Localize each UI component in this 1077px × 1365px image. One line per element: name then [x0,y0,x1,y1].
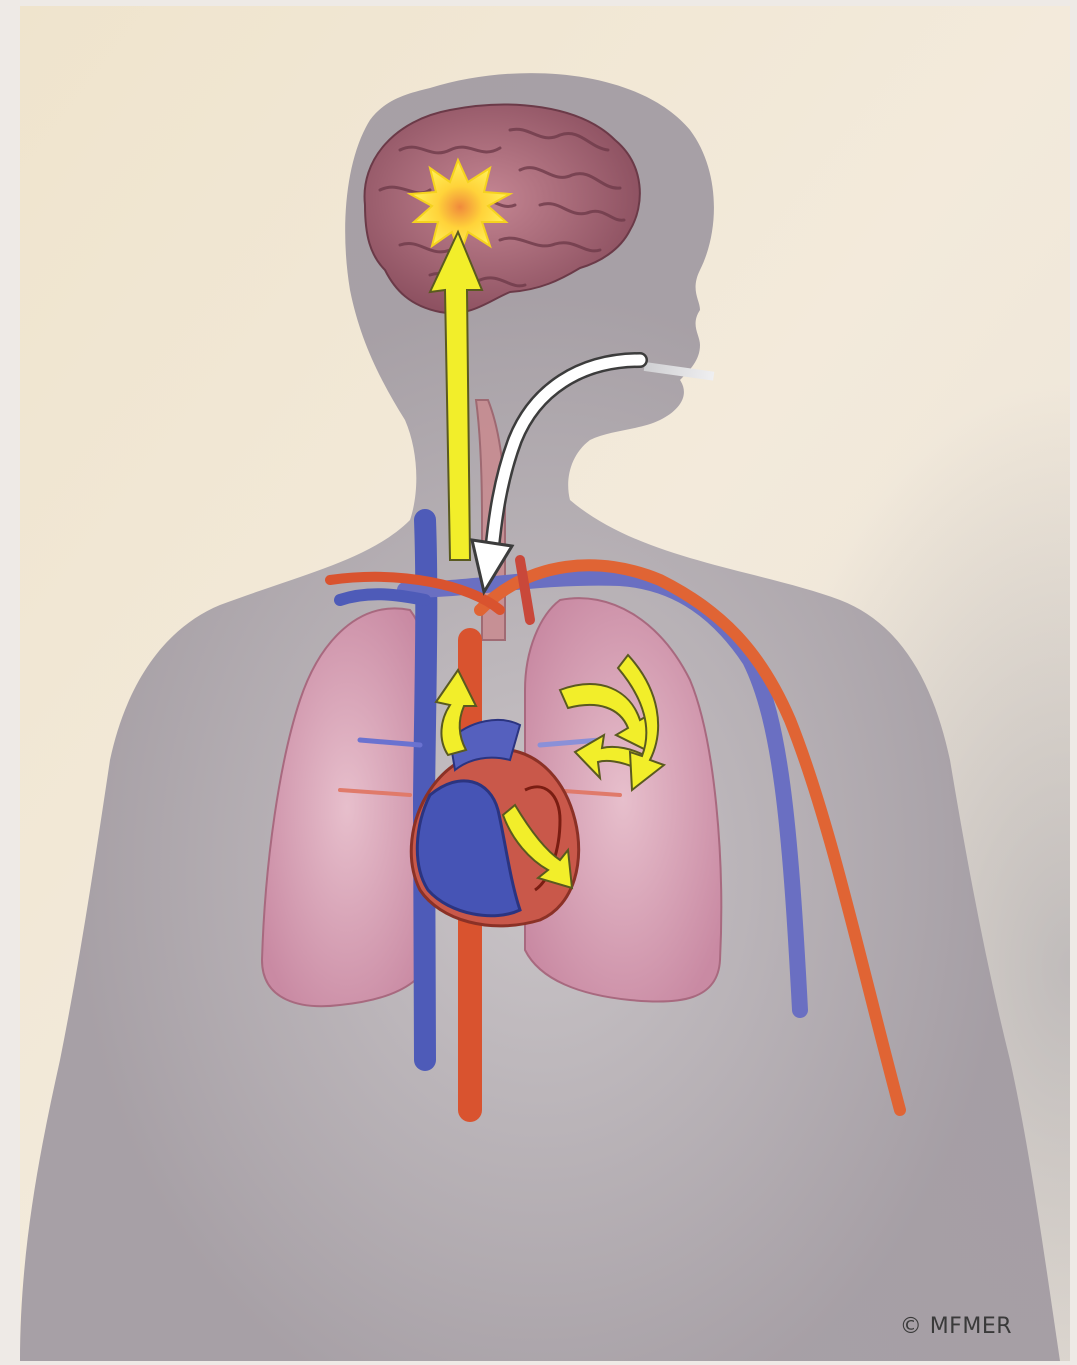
smoking-circulation-diagram: © MFMER [20,6,1070,1361]
copyright-label: © MFMER [900,1314,1012,1339]
